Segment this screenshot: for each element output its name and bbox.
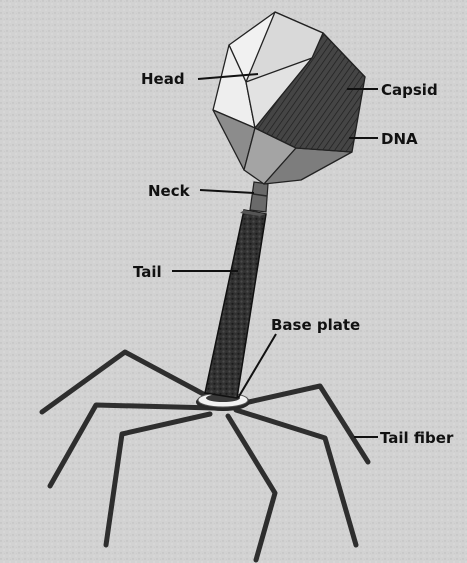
tail-label: Tail bbox=[133, 263, 162, 281]
tail-fiber-label: Tail fiber bbox=[380, 429, 454, 447]
neck-label: Neck bbox=[148, 182, 191, 200]
base-plate-label: Base plate bbox=[271, 316, 360, 334]
head-label: Head bbox=[141, 70, 185, 88]
dna-label: DNA bbox=[381, 130, 418, 148]
capsid-label: Capsid bbox=[381, 81, 438, 99]
